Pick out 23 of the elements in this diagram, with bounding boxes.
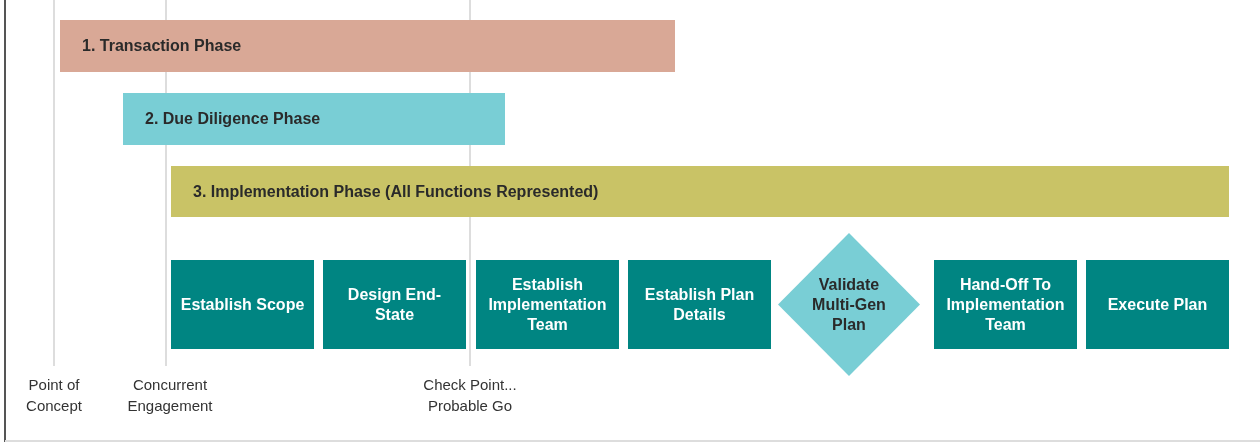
process-box	[323, 260, 466, 349]
milestone-label: Concurrent Engagement	[126, 375, 214, 416]
step-label: Hand-Off To Implementation Team	[945, 274, 1066, 335]
phase-title: 2. Due Diligence Phase	[144, 110, 321, 128]
decision-diamond	[778, 233, 920, 376]
phase-bar	[123, 93, 505, 145]
phase-title: 1. Transaction Phase	[81, 37, 242, 55]
milestone-label: Point of Concept	[25, 375, 83, 416]
step-label: Establish Implementation Team	[487, 274, 608, 335]
step-label: Execute Plan	[1106, 294, 1209, 315]
process-box	[476, 260, 619, 349]
process-box	[171, 260, 314, 349]
process-box	[628, 260, 771, 349]
step-label: Validate Multi-Gen Plan	[811, 274, 887, 335]
step-label: Establish Scope	[179, 294, 306, 315]
phase-bar	[171, 166, 1229, 217]
step-label: Establish Plan Details	[643, 284, 756, 325]
step-label: Design End-State	[346, 284, 443, 325]
phase-title: 3. Implementation Phase (All Functions Represented)	[192, 182, 599, 201]
phase-bar	[60, 20, 675, 72]
process-box	[1086, 260, 1229, 349]
process-box	[934, 260, 1077, 349]
milestone-label: Check Point... Probable Go	[422, 375, 518, 416]
